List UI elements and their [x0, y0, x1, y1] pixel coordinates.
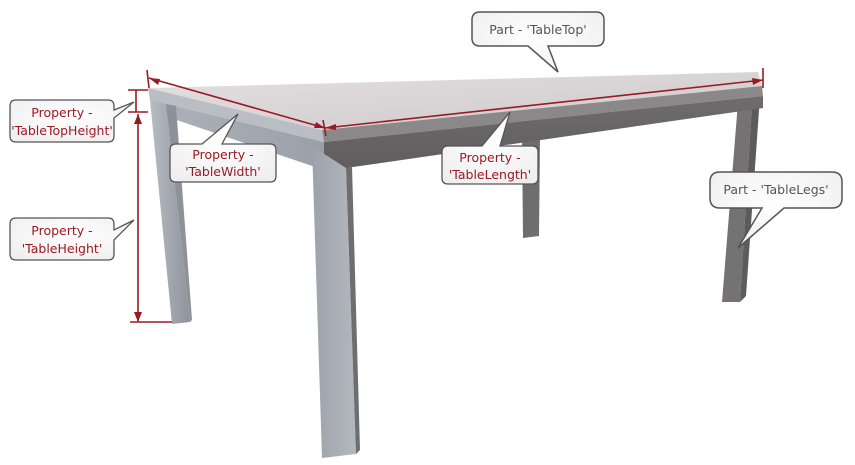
leg-front-corner [312, 146, 356, 458]
callout-table-legs: Part - 'TableLegs' [709, 171, 843, 249]
callout-table-top-text: Part - 'TableTop' [489, 22, 586, 37]
callout-table-length-line2: 'TableLength' [449, 167, 531, 182]
width-arrow-right [314, 122, 325, 128]
callout-table-top-height: Property - 'TableTopHeight' [9, 99, 135, 143]
callout-table-height-line2: 'TableHeight' [22, 241, 103, 256]
table-top-front [322, 86, 763, 142]
width-tick-left [146, 69, 150, 89]
width-arrow-left [149, 78, 160, 85]
callout-table-width-line1: Property - [192, 147, 253, 162]
height-arrow-top [134, 114, 142, 124]
apron-side-left [150, 100, 324, 170]
callout-table-width-line2: 'TableWidth' [185, 164, 261, 179]
table-top-surface [148, 72, 762, 130]
leg-front-corner-side [346, 166, 360, 454]
width-dimension-line [148, 77, 326, 129]
callout-table-top-height-line1: Property - [31, 105, 92, 120]
height-arrow-bottom [134, 312, 142, 322]
apron-front [324, 96, 763, 170]
length-arrow-left [325, 124, 336, 130]
callout-table-top-height-line2: 'TableTopHeight' [11, 123, 113, 138]
dimension-lines [128, 68, 764, 323]
callout-table-length-line1: Property - [459, 150, 520, 165]
callout-table-length: Property - 'TableLength' [441, 111, 539, 185]
table [148, 72, 763, 458]
callout-table-legs-text: Part - 'TableLegs' [723, 182, 828, 197]
leg-left [150, 100, 190, 324]
callout-table-height-line1: Property - [31, 223, 92, 238]
callout-table-width: Property - 'TableWidth' [169, 113, 277, 183]
callout-table-height: Property - 'TableHeight' [9, 217, 135, 261]
length-arrow-right [752, 78, 763, 85]
length-dimension-line [324, 79, 764, 129]
callout-table-top: Part - 'TableTop' [471, 11, 605, 73]
